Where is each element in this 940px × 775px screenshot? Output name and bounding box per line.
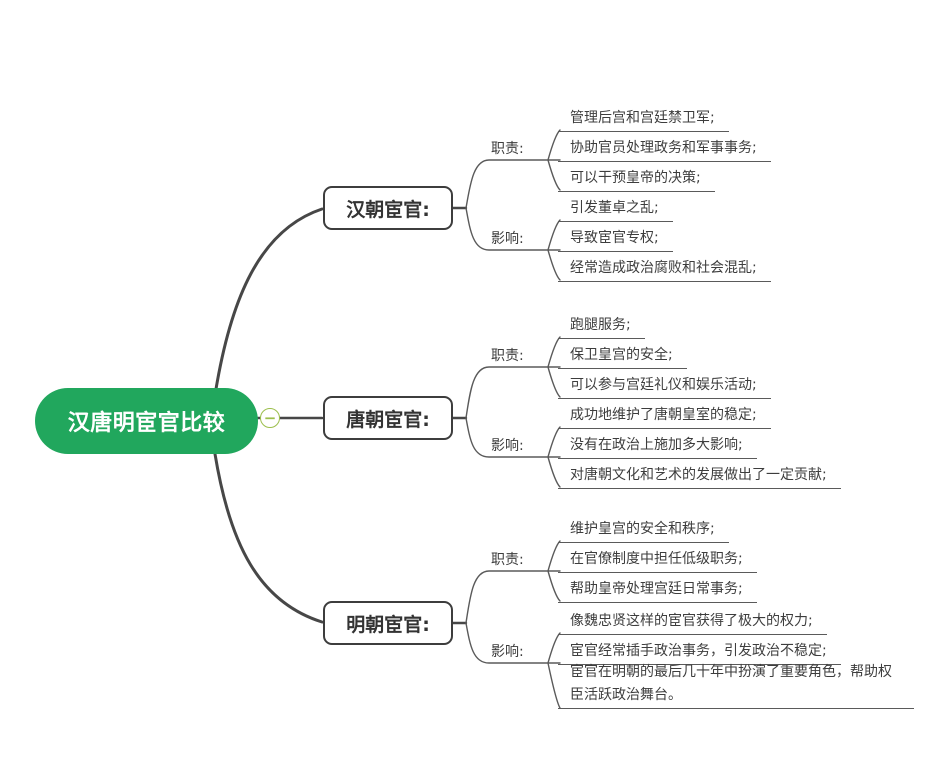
edge-han-duty-3 — [547, 159, 561, 191]
leaf-topic[interactable]: 导致宦官专权; — [558, 226, 673, 252]
leaf-topic[interactable]: 宦官在明朝的最后几十年中扮演了重要角色，帮助权臣活跃政治舞台。 — [558, 661, 914, 709]
leaf-topic[interactable]: 保卫皇宫的安全; — [558, 343, 687, 369]
subtopic-label-ming-duties[interactable]: 职责: — [491, 552, 524, 568]
leaf-topic[interactable]: 帮助皇帝处理宫廷日常事务; — [558, 577, 757, 603]
leaf-topic[interactable]: 跑腿服务; — [558, 313, 645, 339]
branch-topic-ming[interactable]: 明朝宦官: — [323, 601, 453, 645]
leaf-topic[interactable]: 可以参与宫廷礼仪和娱乐活动; — [558, 373, 771, 399]
branch-topic-han[interactable]: 汉朝宦官: — [323, 186, 453, 230]
edge-ming-impact-3 — [547, 662, 561, 709]
edge-tang-impact-3 — [547, 456, 561, 488]
collapse-button[interactable]: − — [260, 408, 280, 428]
edge-han-duties — [465, 159, 561, 209]
subtopic-label-ming-impact[interactable]: 影响: — [491, 644, 524, 660]
edge-tang-duties — [465, 366, 561, 419]
edge-ming-duty-3 — [547, 570, 561, 602]
subtopic-label-han-impact[interactable]: 影响: — [491, 231, 524, 247]
leaf-topic[interactable]: 可以干预皇帝的决策; — [558, 166, 715, 192]
edge-han-impact-3 — [547, 249, 561, 281]
leaf-topic[interactable]: 像魏忠贤这样的宦官获得了极大的权力; — [558, 609, 827, 635]
leaf-topic[interactable]: 维护皇宫的安全和秩序; — [558, 517, 729, 543]
branch-topic-tang[interactable]: 唐朝宦官: — [323, 396, 453, 440]
leaf-topic[interactable]: 宦官经常插手政治事务，引发政治不稳定; — [558, 639, 841, 665]
edge-ming-impact — [465, 622, 561, 664]
subtopic-label-tang-impact[interactable]: 影响: — [491, 438, 524, 454]
leaf-topic[interactable]: 没有在政治上施加多大影响; — [558, 433, 757, 459]
leaf-topic[interactable]: 成功地维护了唐朝皇室的稳定; — [558, 403, 771, 429]
edge-tang-impact — [465, 417, 561, 458]
edge-tang-duty-3 — [547, 366, 561, 398]
leaf-topic[interactable]: 经常造成政治腐败和社会混乱; — [558, 256, 771, 282]
leaf-topic[interactable]: 管理后宫和宫廷禁卫军; — [558, 106, 729, 132]
root-topic[interactable]: 汉唐明宦官比较 — [35, 388, 258, 454]
leaf-topic[interactable]: 对唐朝文化和艺术的发展做出了一定贡献; — [558, 463, 841, 489]
leaf-topic[interactable]: 在官僚制度中担任低级职务; — [558, 547, 757, 573]
subtopic-label-tang-duties[interactable]: 职责: — [491, 348, 524, 364]
edge-root-han — [214, 207, 324, 391]
edge-han-impact — [465, 207, 561, 251]
edge-ming-duties — [465, 570, 561, 624]
subtopic-label-han-duties[interactable]: 职责: — [491, 141, 524, 157]
leaf-topic[interactable]: 引发董卓之乱; — [558, 196, 673, 222]
edge-root-ming — [213, 452, 324, 624]
leaf-topic[interactable]: 协助官员处理政务和军事事务; — [558, 136, 771, 162]
